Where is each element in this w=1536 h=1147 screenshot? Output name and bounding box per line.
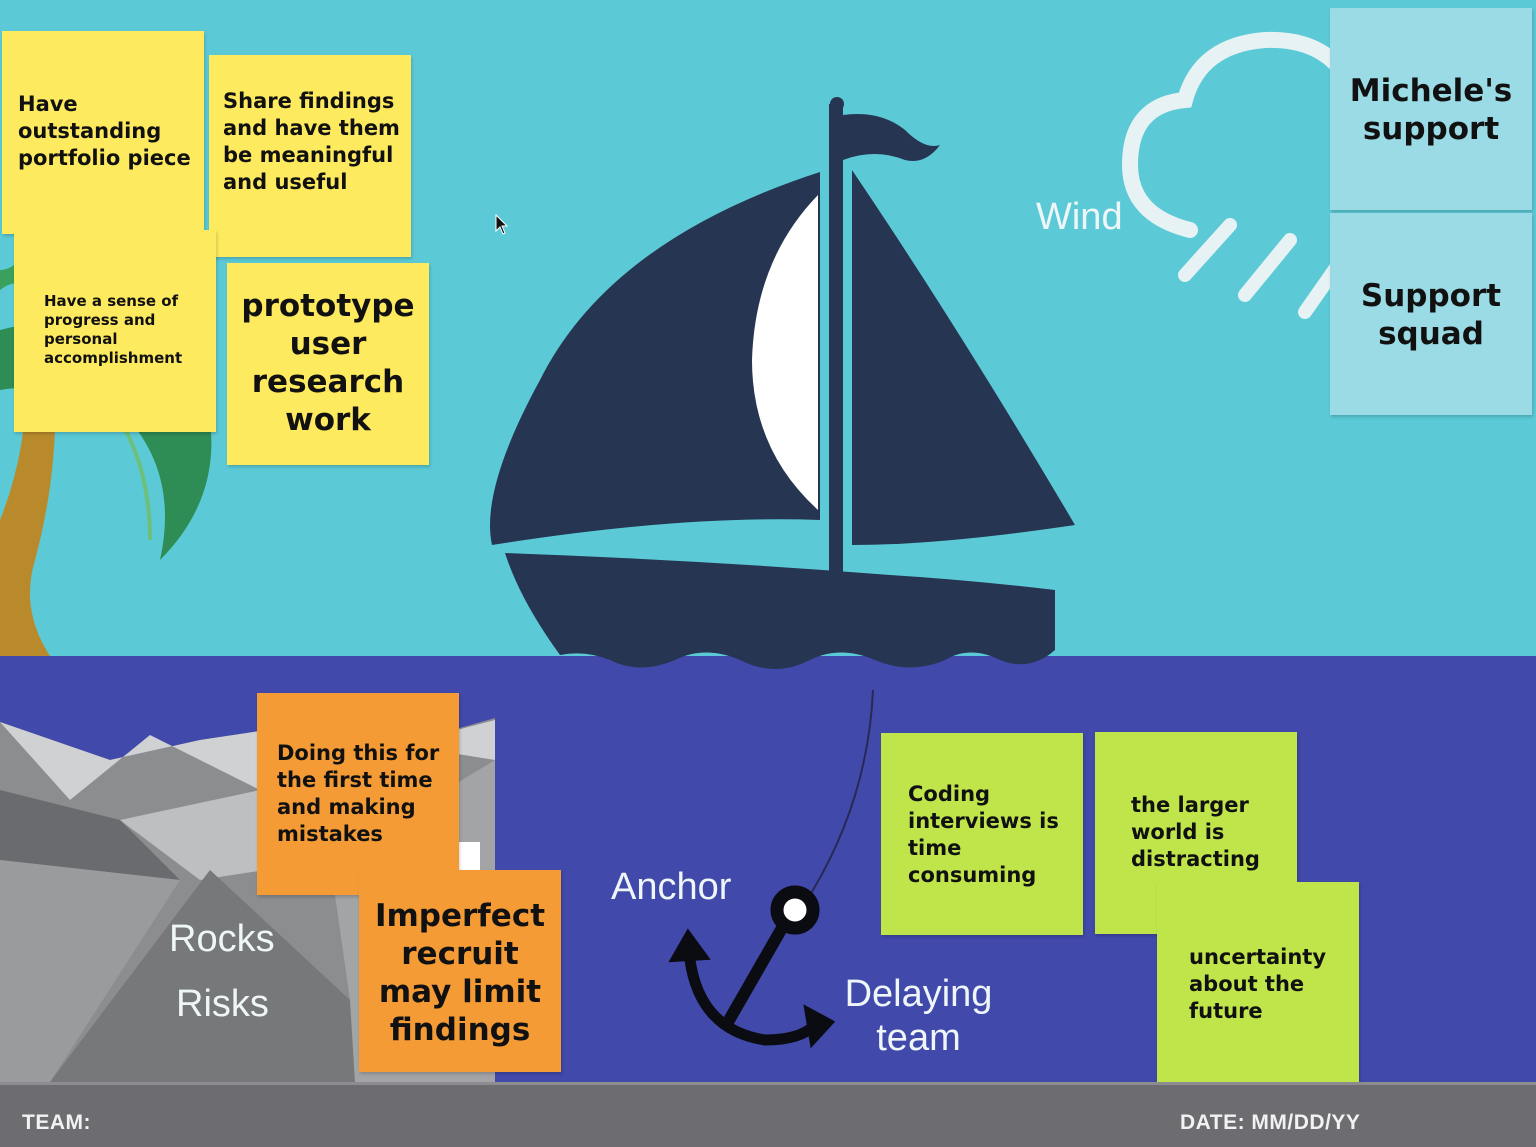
sticky-note-prototype-research[interactable]: prototype user research work <box>227 263 429 465</box>
sticky-note-share-findings[interactable]: Share findings and have them be meaningf… <box>209 55 411 257</box>
mouse-cursor-icon <box>495 214 509 235</box>
sticky-note-text: Doing this for the first time and making… <box>277 741 440 846</box>
anchor-rope <box>809 689 874 896</box>
sticky-note-portfolio[interactable]: Have outstanding portfolio piece <box>2 31 204 234</box>
board-footer: TEAM: DATE: MM/DD/YY <box>0 1082 1536 1147</box>
sticky-note-text: Have outstanding portfolio piece <box>18 92 191 170</box>
sticky-note-text: prototype user research work <box>241 288 415 438</box>
anchor-label: Anchor <box>611 866 732 908</box>
anchor-icon <box>668 885 836 1049</box>
sticky-note-sense-of-progress[interactable]: Have a sense of progress and personal ac… <box>14 230 216 432</box>
sticky-note-text: Coding interviews is time consuming <box>908 782 1059 887</box>
team-label: TEAM: <box>22 1111 91 1134</box>
sticky-note-micheles-support[interactable]: Michele's support <box>1330 8 1532 210</box>
risks-label: Risks <box>176 983 269 1025</box>
cloud-rain-icon <box>1121 31 1353 319</box>
sticky-note-text: Have a sense of progress and personal ac… <box>44 292 183 367</box>
wind-label: Wind <box>1036 196 1123 238</box>
sticky-note-first-time[interactable]: Doing this for the first time and making… <box>257 693 459 895</box>
sticky-note-text: Share findings and have them be meaningf… <box>223 89 400 194</box>
delaying-team-label: Delaying team <box>844 973 993 1059</box>
sticky-note-text: Michele's support <box>1349 73 1513 147</box>
sticky-note-coding-interviews[interactable]: Coding interviews is time consuming <box>881 733 1083 935</box>
sticky-note-support-squad[interactable]: Support squad <box>1330 213 1532 415</box>
rocks-label: Rocks <box>169 918 275 960</box>
sticky-note-uncertainty[interactable]: uncertainty about the future <box>1157 882 1359 1082</box>
sticky-note-text: Imperfect recruit may limit findings <box>374 898 546 1048</box>
sticky-note-text: Support squad <box>1360 278 1502 352</box>
sailboat-icon <box>490 97 1075 669</box>
sticky-note-imperfect-recruit[interactable]: Imperfect recruit may limit findings <box>359 870 561 1072</box>
date-label: DATE: MM/DD/YY <box>1180 1111 1361 1134</box>
sailboat-illustration <box>0 31 1353 1082</box>
sticky-note-text: uncertainty about the future <box>1189 945 1327 1023</box>
sticky-note-text: the larger world is distracting <box>1131 793 1260 871</box>
